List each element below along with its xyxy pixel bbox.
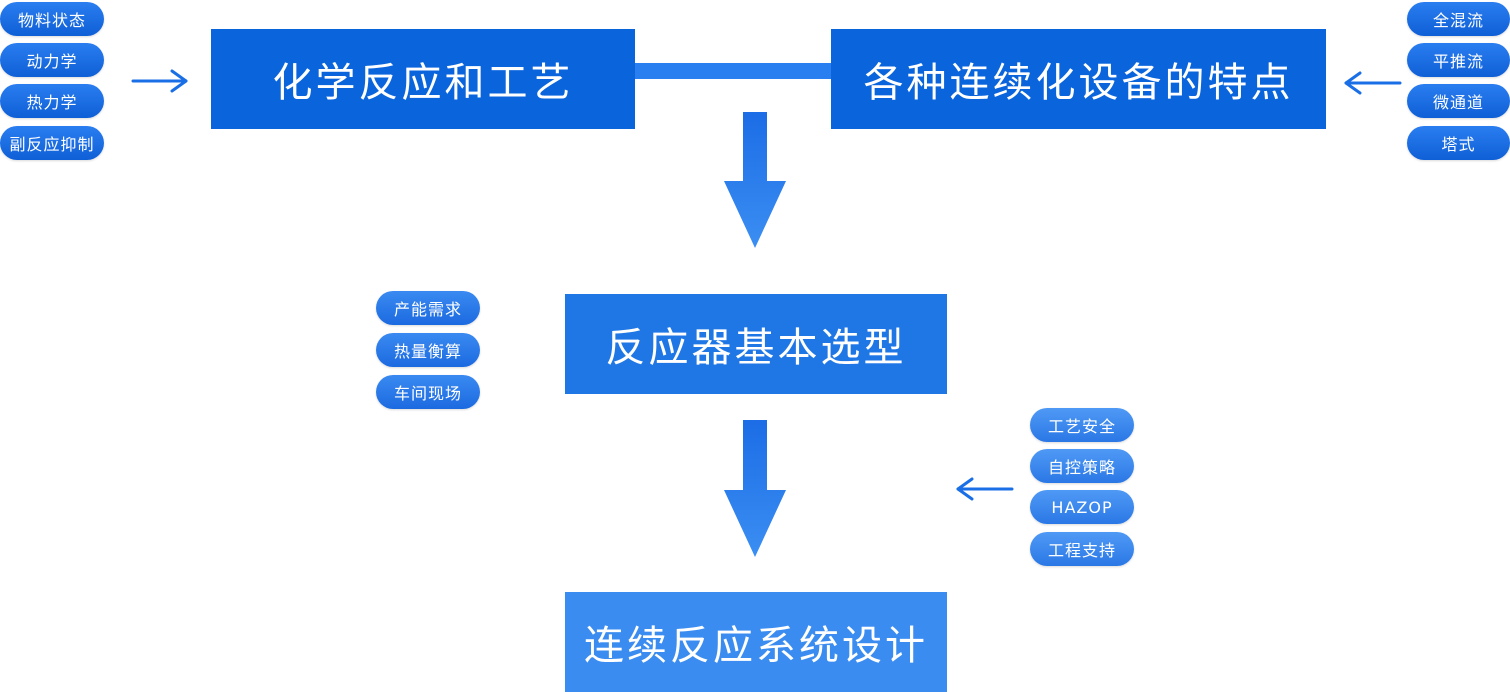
arrow-left-icon (956, 477, 1014, 501)
box-reactor-selection: 反应器基本选型 (565, 294, 947, 394)
pill-process-safety: 工艺安全 (1030, 408, 1134, 442)
pill-cstr: 全混流 (1407, 2, 1510, 36)
box-chemical-reaction-process: 化学反应和工艺 (211, 29, 635, 129)
arrow-down-icon (724, 112, 786, 248)
arrow-right-icon (131, 69, 188, 93)
pill-thermodynamics: 热力学 (0, 84, 104, 118)
pill-tower: 塔式 (1407, 126, 1510, 160)
connector-bar (635, 63, 831, 79)
pill-workshop-site: 车间现场 (376, 375, 480, 409)
pill-microchannel: 微通道 (1407, 84, 1510, 118)
pill-pfr: 平推流 (1407, 43, 1510, 77)
box-system-design: 连续反应系统设计 (565, 592, 947, 692)
pill-side-reaction-suppression: 副反应抑制 (0, 126, 104, 160)
pill-control-strategy: 自控策略 (1030, 449, 1134, 483)
arrow-left-icon (1344, 71, 1402, 95)
pill-capacity-demand: 产能需求 (376, 291, 480, 325)
arrow-down-icon (724, 420, 786, 557)
pill-heat-balance: 热量衡算 (376, 333, 480, 367)
pill-hazop: HAZOP (1030, 490, 1134, 524)
pill-material-state: 物料状态 (0, 2, 104, 36)
pill-engineering-support: 工程支持 (1030, 532, 1134, 566)
box-equipment-features: 各种连续化设备的特点 (831, 29, 1326, 129)
pill-kinetics: 动力学 (0, 43, 104, 77)
